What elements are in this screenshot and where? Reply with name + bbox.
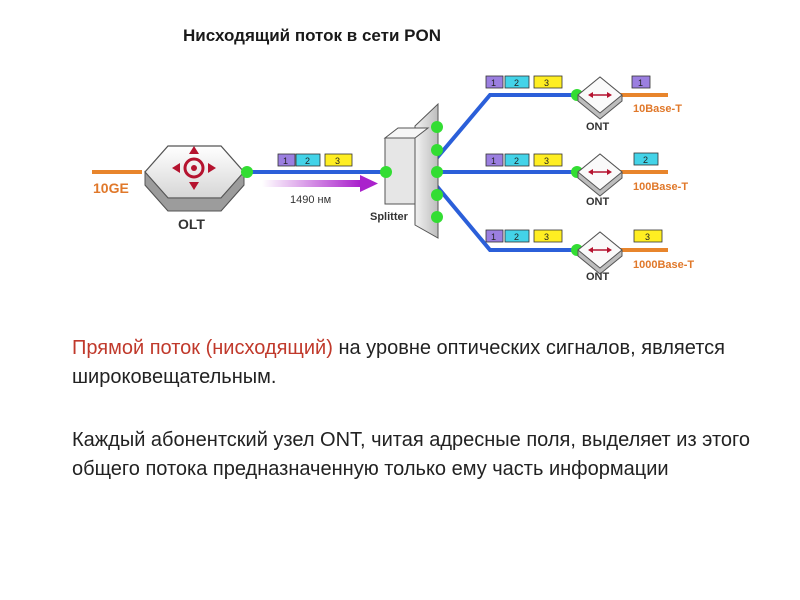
page-title: Нисходящий поток в сети PON xyxy=(183,26,441,45)
branch-packets-2: 1 2 3 xyxy=(485,153,563,167)
node xyxy=(431,121,443,133)
port-label: 100Base-T xyxy=(633,181,688,193)
packet-3 xyxy=(324,153,353,167)
branch-fiber-1 xyxy=(423,93,580,174)
ont-arrows-icon xyxy=(588,169,612,175)
branch-fiber-3 xyxy=(423,170,580,252)
description-rest: на уровне оптических сигналов, является … xyxy=(72,337,725,388)
ont-arrows-icon xyxy=(588,247,612,253)
ont-description: Каждый абонентский узел ONT, читая адрес… xyxy=(72,429,750,480)
ont-label: ONT xyxy=(586,121,610,133)
ont-device-2: 2 ONT 100Base-T xyxy=(577,152,688,208)
packet-label: 1 xyxy=(491,232,496,242)
olt-label: OLT xyxy=(178,216,205,232)
ont-device-1: 1 ONT 10Base-T xyxy=(577,75,682,133)
ont-label: ONT xyxy=(586,271,610,283)
splitter-label: Splitter xyxy=(370,211,409,223)
packet-label: 1 xyxy=(283,156,288,166)
packet-2 xyxy=(504,229,530,243)
packet-1 xyxy=(485,153,504,167)
packet-label: 3 xyxy=(544,232,549,242)
selected-packet-label: 2 xyxy=(643,155,648,165)
packet-1 xyxy=(277,153,296,167)
packet-2 xyxy=(504,75,530,89)
ont-arrows-icon xyxy=(588,92,612,98)
port-label: 10Base-T xyxy=(633,103,682,115)
node xyxy=(380,166,392,178)
packet-3 xyxy=(533,229,563,243)
splitter-device xyxy=(383,102,439,239)
packet-2 xyxy=(295,153,321,167)
olt-device xyxy=(144,145,245,212)
broadcast-description: Прямой поток (нисходящий) на уровне опти… xyxy=(72,334,762,392)
packet-2 xyxy=(504,153,530,167)
selected-packet-label: 3 xyxy=(645,232,650,242)
ont-device-3: 3 ONT 1000Base-T xyxy=(577,229,694,283)
branch-fibers xyxy=(423,93,580,252)
packet-3 xyxy=(533,153,563,167)
packet-label: 3 xyxy=(544,156,549,166)
packet-1 xyxy=(485,229,504,243)
wavelength-label: 1490 нм xyxy=(290,194,331,206)
packet-label: 3 xyxy=(544,78,549,88)
node xyxy=(241,166,253,178)
pon-diagram: 10GE OLT 1 2 3 1490 нм xyxy=(92,75,694,283)
packet-label: 2 xyxy=(514,156,519,166)
downstream-arrow xyxy=(262,175,378,192)
branch-packets-1: 1 2 3 xyxy=(485,75,563,89)
port-label: 1000Base-T xyxy=(633,259,694,271)
packet-label: 1 xyxy=(491,78,496,88)
trunk-packets: 1 2 3 xyxy=(277,153,353,167)
ont-label: ONT xyxy=(586,196,610,208)
selected-packet xyxy=(633,229,663,243)
input-port-label: 10GE xyxy=(93,180,129,196)
highlighted-phrase: Прямой поток (нисходящий) xyxy=(72,337,333,359)
packet-label: 2 xyxy=(514,232,519,242)
branch-packets-3: 1 2 3 xyxy=(485,229,563,243)
packet-label: 2 xyxy=(514,78,519,88)
node xyxy=(431,144,443,156)
packet-label: 1 xyxy=(491,156,496,166)
selected-packet-label: 1 xyxy=(638,78,643,88)
packet-label: 2 xyxy=(305,156,310,166)
node xyxy=(431,211,443,223)
selected-packet xyxy=(633,152,659,166)
node xyxy=(431,166,443,178)
node xyxy=(431,189,443,201)
packet-label: 3 xyxy=(335,156,340,166)
packet-1 xyxy=(485,75,504,89)
packet-3 xyxy=(533,75,563,89)
olt-symbol-icon xyxy=(172,146,216,190)
selected-packet xyxy=(631,75,651,89)
